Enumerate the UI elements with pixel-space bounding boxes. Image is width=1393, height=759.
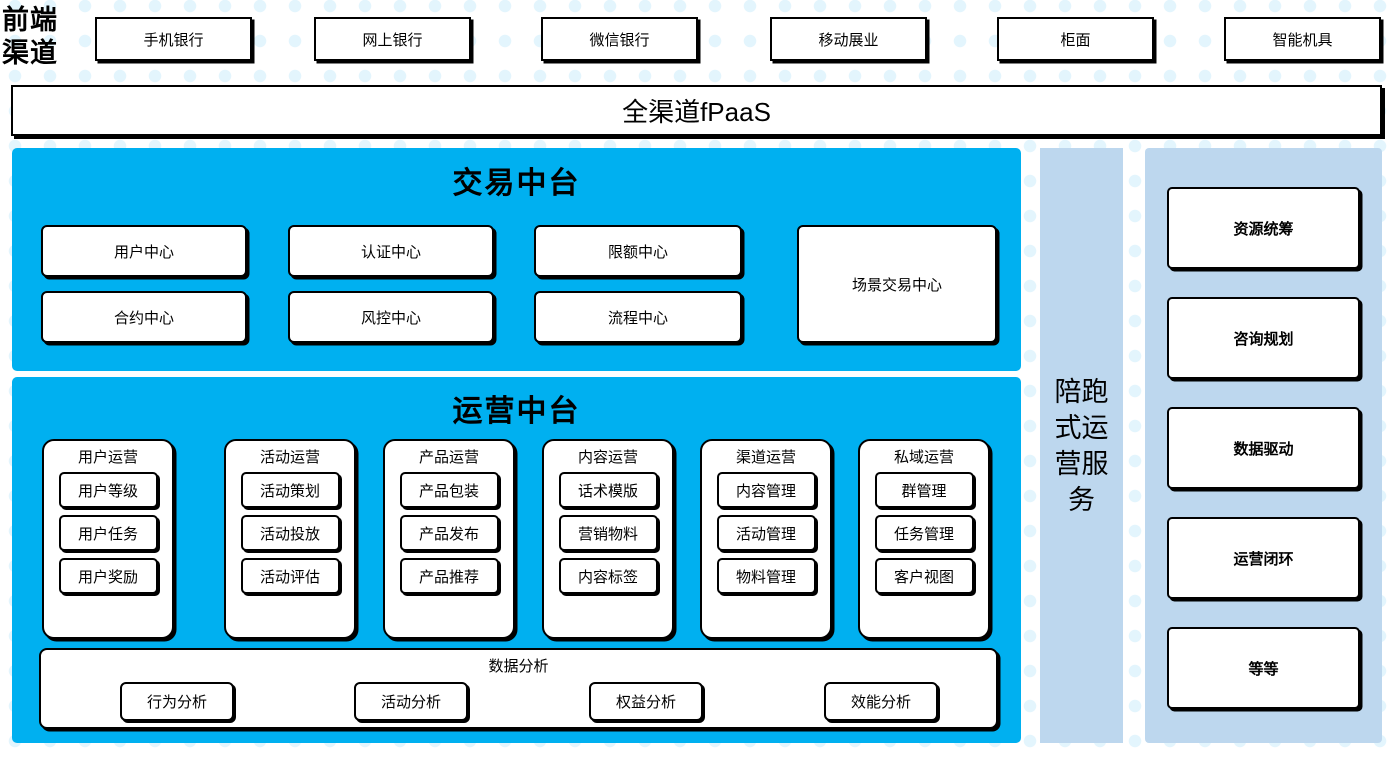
fpaas-label: 全渠道fPaaS (622, 97, 771, 127)
ops-item[interactable]: 内容管理 (716, 472, 816, 508)
ops-column-title: 渠道运营 (735, 449, 796, 466)
trade-box-auth-center[interactable]: 认证中心 (288, 225, 494, 277)
data-analysis-item[interactable]: 效能分析 (824, 682, 938, 721)
channel-label: 微信银行 (589, 31, 650, 49)
ops-item[interactable]: 物料管理 (716, 558, 816, 594)
ops-item[interactable]: 客户视图 (874, 558, 974, 594)
ops-column-6: 私域运营群管理任务管理客户视图 (858, 439, 990, 639)
ops-platform-title: 运营中台 (452, 395, 581, 428)
trade-box-label: 流程中心 (607, 309, 668, 327)
ops-column-title: 内容运营 (577, 449, 638, 466)
channel-label: 移动展业 (818, 31, 879, 49)
ops-item[interactable]: 营销物料 (558, 515, 658, 551)
ops-item[interactable]: 活动投放 (240, 515, 340, 551)
ops-item[interactable]: 话术模版 (558, 472, 658, 508)
ops-item[interactable]: 产品发布 (399, 515, 499, 551)
service-item[interactable]: 等等 (1167, 627, 1360, 709)
ops-column-title: 活动运营 (259, 449, 320, 466)
channel-label: 智能机具 (1272, 31, 1333, 49)
trade-box-label: 用户中心 (113, 243, 174, 261)
ops-column-4: 内容运营话术模版营销物料内容标签 (542, 439, 674, 639)
trade-box-scene-trade-center[interactable]: 场景交易中心 (797, 225, 997, 343)
trade-box-label: 限额中心 (607, 243, 668, 261)
ops-item[interactable]: 产品推荐 (399, 558, 499, 594)
ops-column-3: 产品运营产品包装产品发布产品推荐 (383, 439, 515, 639)
trade-box-label: 合约中心 (113, 309, 174, 327)
channel-box-online-bank[interactable]: 网上银行 (314, 17, 471, 61)
trade-box-label: 认证中心 (360, 243, 421, 261)
ops-item[interactable]: 任务管理 (874, 515, 974, 551)
ops-column-title: 用户运营 (77, 449, 138, 466)
trade-box-label: 场景交易中心 (851, 276, 942, 294)
data-analysis-block: 数据分析 行为分析 活动分析 权益分析 效能分析 (39, 648, 998, 729)
ops-column-title: 私域运营 (893, 449, 954, 466)
trade-box-label: 风控中心 (360, 309, 421, 327)
ops-item[interactable]: 活动策划 (240, 472, 340, 508)
channel-label: 手机银行 (143, 31, 204, 49)
ops-column-2: 活动运营活动策划活动投放活动评估 (224, 439, 356, 639)
ops-item[interactable]: 用户任务 (58, 515, 158, 551)
trade-platform-title: 交易中台 (452, 167, 581, 200)
trade-box-risk-center[interactable]: 风控中心 (288, 291, 494, 343)
ops-item[interactable]: 产品包装 (399, 472, 499, 508)
data-analysis-item[interactable]: 活动分析 (354, 682, 468, 721)
ops-platform-panel: 运营中台 用户运营用户等级用户任务用户奖励活动运营活动策划活动投放活动评估产品运… (12, 377, 1021, 743)
trade-box-user-center[interactable]: 用户中心 (41, 225, 247, 277)
ops-item[interactable]: 内容标签 (558, 558, 658, 594)
service-item[interactable]: 咨询规划 (1167, 297, 1360, 379)
ops-item[interactable]: 活动评估 (240, 558, 340, 594)
ops-item[interactable]: 用户等级 (58, 472, 158, 508)
channel-box-mobile-business[interactable]: 移动展业 (770, 17, 927, 61)
service-item[interactable]: 数据驱动 (1167, 407, 1360, 489)
fpaas-bar[interactable]: 全渠道fPaaS (11, 85, 1382, 136)
service-item[interactable]: 运营闭环 (1167, 517, 1360, 599)
data-analysis-item[interactable]: 权益分析 (589, 682, 703, 721)
service-item[interactable]: 资源统筹 (1167, 187, 1360, 269)
service-panel: 资源统筹咨询规划数据驱动运营闭环等等 (1145, 148, 1382, 743)
ops-item[interactable]: 用户奖励 (58, 558, 158, 594)
trade-box-process-center[interactable]: 流程中心 (534, 291, 742, 343)
channel-label: 网上银行 (362, 31, 423, 49)
channel-box-counter[interactable]: 柜面 (997, 17, 1154, 61)
ops-column-5: 渠道运营内容管理活动管理物料管理 (700, 439, 832, 639)
ops-item[interactable]: 活动管理 (716, 515, 816, 551)
trade-platform-panel: 交易中台 用户中心 认证中心 限额中心 合约中心 风控中心 流程中心 场景交易中… (12, 148, 1021, 371)
ops-column-1: 用户运营用户等级用户任务用户奖励 (42, 439, 174, 639)
trade-box-limit-center[interactable]: 限额中心 (534, 225, 742, 277)
channel-box-wechat-bank[interactable]: 微信银行 (541, 17, 698, 61)
front-channel-label: 前端 渠道 (2, 5, 58, 68)
channel-box-mobile-bank[interactable]: 手机银行 (95, 17, 252, 61)
ops-column-title: 产品运营 (418, 449, 479, 466)
data-analysis-item[interactable]: 行为分析 (120, 682, 234, 721)
trade-box-contract-center[interactable]: 合约中心 (41, 291, 247, 343)
channel-label: 柜面 (1060, 31, 1091, 49)
data-analysis-title: 数据分析 (488, 658, 549, 675)
accompany-service-column: 陪跑式运营服务 (1040, 148, 1123, 743)
ops-item[interactable]: 群管理 (874, 472, 974, 508)
accompany-service-label: 陪跑式运营服务 (1054, 376, 1109, 515)
channel-box-smart-machine[interactable]: 智能机具 (1224, 17, 1381, 61)
